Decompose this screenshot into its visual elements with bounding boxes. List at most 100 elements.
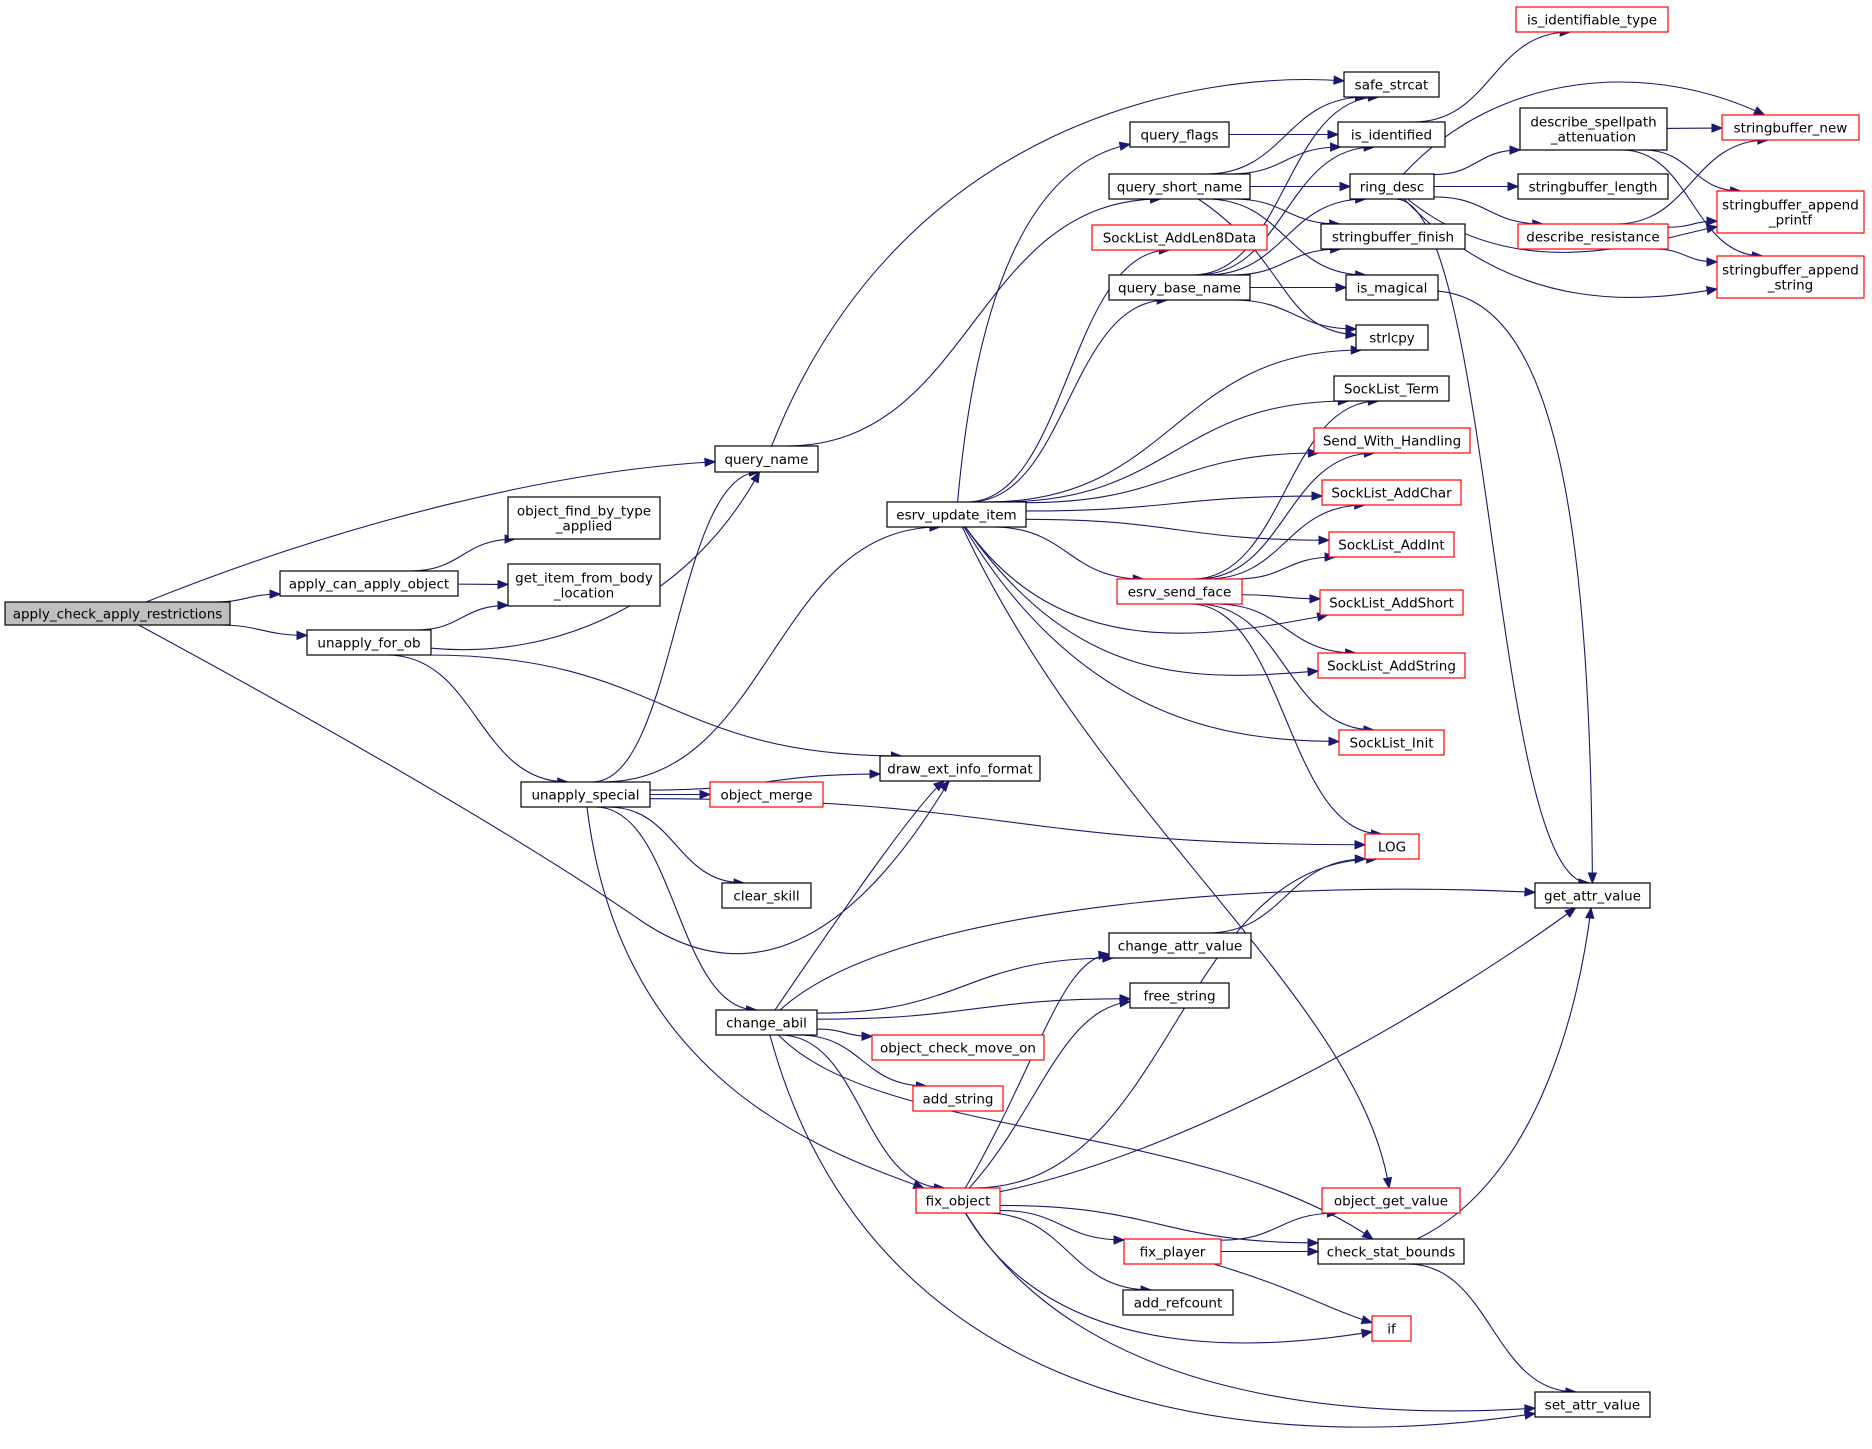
node-socklist-addchar[interactable]: SockList_AddChar [1321,479,1462,506]
node-label: apply_check_apply_restrictions [13,607,223,623]
call-edge [1653,248,1719,267]
call-edge-line [1196,146,1375,276]
call-edge [145,457,717,603]
node-object-check-move-on[interactable]: object_check_move_on [871,1034,1045,1061]
node-box [1534,882,1651,909]
call-edge [816,953,1115,1014]
call-edge-line [786,198,1161,447]
call-edge-line [999,907,1576,1193]
call-edge-line [1437,290,1593,884]
node-get-attr-value[interactable]: get_attr_value [1534,882,1651,909]
node-fix-object[interactable]: fix_object [915,1187,1001,1214]
call-edge-line [779,1034,945,1189]
arrowhead [1706,257,1719,267]
node-add-string[interactable]: add_string [912,1085,1004,1112]
call-edge [1437,290,1598,885]
call-edge [1407,1263,1578,1397]
node-label: object_check_move_on [880,1041,1036,1057]
node-object-find-by-type-applied[interactable]: object_find_by_type_applied [507,496,661,540]
call-edge-line [1433,149,1521,176]
node-query-base-name[interactable]: query_base_name [1108,274,1251,301]
node-socklist-init[interactable]: SockList_Init [1338,729,1445,756]
call-edge-line [992,526,1144,580]
call-edge [457,579,510,590]
node-stringbuffer-finish[interactable]: stringbuffer_finish [1320,223,1466,250]
node-is-identifiable-type[interactable]: is_identifiable_type [1515,6,1669,33]
call-edge-line [1197,198,1357,336]
node-label: SockList_AddChar [1331,486,1452,502]
arrowhead [750,470,761,484]
call-edge [1229,129,1340,140]
node-esrv-send-face[interactable]: esrv_send_face [1116,578,1243,605]
node-label: stringbuffer_append [1722,263,1859,279]
node-fix-player[interactable]: fix_player [1123,1238,1222,1265]
node-socklist-addstring[interactable]: SockList_AddString [1317,652,1466,679]
node-stringbuffer-length[interactable]: stringbuffer_length [1517,173,1669,200]
node-query-short-name[interactable]: query_short_name [1108,173,1251,200]
node-socklist-addshort[interactable]: SockList_AddShort [1319,589,1464,616]
node-socklist-term[interactable]: SockList_Term [1333,375,1450,402]
node-is-identified[interactable]: is_identified [1337,121,1446,148]
arrowhead [1309,594,1322,604]
node-apply-can-apply-object[interactable]: apply_can_apply_object [279,570,459,597]
node-esrv-update-item[interactable]: esrv_update_item [886,501,1027,528]
node-object-get-value[interactable]: object_get_value [1321,1187,1461,1214]
call-edge-line [1235,556,1336,580]
node-box [1519,107,1668,151]
node-log[interactable]: LOG [1364,833,1420,860]
node-apply-check-apply-restrictions[interactable]: apply_check_apply_restrictions [4,601,231,626]
arrowhead [1523,1410,1537,1420]
node-strlcpy[interactable]: strlcpy [1355,324,1429,351]
arrowhead [296,630,309,641]
arrowhead [1098,950,1111,961]
node-box [1716,190,1865,234]
call-edge [778,1034,1374,1240]
node-ring-desc[interactable]: ring_desc [1349,173,1435,200]
node-free-string[interactable]: free_string [1129,982,1230,1009]
node-check-stat-bounds[interactable]: check_stat_bounds [1317,1238,1465,1265]
call-edge-line [1206,504,1365,580]
node-stringbuffer-append-string[interactable]: stringbuffer_append_string [1716,255,1865,299]
arrowhead [1564,907,1577,919]
node-describe-spellpath-attenuation[interactable]: describe_spellpath_attenuation [1519,107,1668,151]
node-safe-strcat[interactable]: safe_strcat [1343,71,1440,98]
node-label: _applied [555,519,613,535]
node-socklist-addint[interactable]: SockList_AddInt [1328,531,1455,558]
node-label: stringbuffer_length [1529,180,1658,196]
call-edge-line [1205,198,1366,276]
node-label: _printf [1768,213,1813,229]
node-stringbuffer-new[interactable]: stringbuffer_new [1721,114,1860,141]
node-is-magical[interactable]: is_magical [1345,274,1439,301]
node-socklist-addlen8data[interactable]: SockList_AddLen8Data [1091,224,1268,251]
arrowhead [497,600,510,611]
node-if[interactable]: if [1371,1315,1412,1342]
node-clear-skill[interactable]: clear_skill [721,882,812,909]
node-unapply-special[interactable]: unapply_special [520,781,651,808]
node-stringbuffer-append-printf[interactable]: stringbuffer_append_printf [1716,190,1865,234]
node-unapply-for-ob[interactable]: unapply_for_ob [306,629,432,656]
call-edge-line [1206,858,1366,934]
node-add-refcount[interactable]: add_refcount [1122,1289,1234,1316]
node-box [879,755,1041,782]
call-edge-line [769,1034,1536,1428]
call-edge [1189,603,1383,839]
call-edge-line [774,780,945,1011]
call-edge-line [1241,594,1321,600]
node-draw-ext-info-format[interactable]: draw_ext_info_format [879,755,1041,782]
node-object-merge[interactable]: object_merge [709,781,824,808]
node-query-flags[interactable]: query_flags [1129,121,1230,148]
arrowhead [1752,106,1766,116]
node-change-attr-value[interactable]: change_attr_value [1108,932,1252,959]
node-query-name[interactable]: query_name [714,445,819,473]
node-change-abil[interactable]: change_abil [715,1009,818,1036]
arrowhead [1307,667,1320,677]
node-send-with-handling[interactable]: Send_With_Handling [1313,427,1471,454]
call-edge [999,1204,1320,1248]
node-set-attr-value[interactable]: set_attr_value [1534,1391,1651,1418]
node-get-item-from-body-location[interactable]: get_item_from_body_location [507,563,661,607]
node-box [1343,71,1440,98]
node-describe-resistance[interactable]: describe_resistance [1517,223,1669,250]
node-box [1321,1187,1461,1214]
call-edge-line [1643,149,1741,192]
node-box [1517,223,1669,250]
